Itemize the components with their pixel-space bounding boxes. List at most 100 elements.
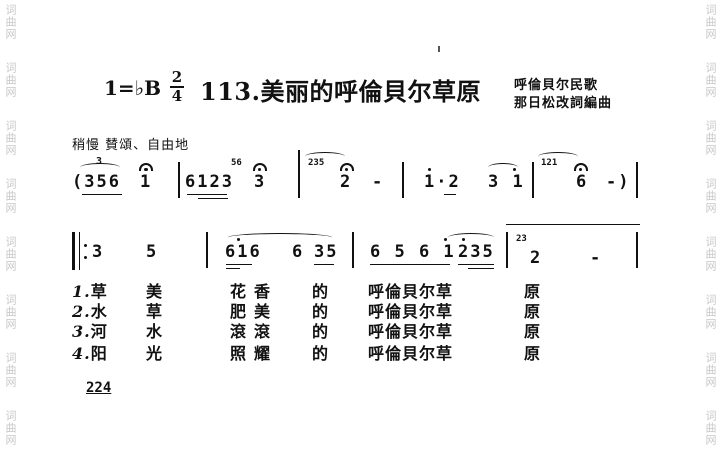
lyric-1-c6: 原 <box>524 282 542 301</box>
bar-line <box>352 232 354 268</box>
verse-note-1: 3 <box>92 242 105 262</box>
tick-mark <box>438 46 440 52</box>
key-signature: 1=♭B <box>104 76 162 100</box>
bar-line <box>298 150 300 198</box>
intro-grace-3: 121 <box>541 158 558 168</box>
verse-dash: - <box>590 248 603 268</box>
lyric-num: 1. <box>72 282 91 301</box>
intro-slur-2 <box>305 152 345 161</box>
intro-note-group-6: 1·2 <box>424 172 461 192</box>
credit-arranger: 那日松改詞編曲 <box>514 96 613 111</box>
lyric-line-2: 2.水 <box>72 298 108 322</box>
watermark-left-6: 词曲网 <box>4 294 17 330</box>
bar-line <box>178 162 180 198</box>
watermark-right-top: 词曲网 <box>704 4 717 40</box>
lyric-4-c6: 原 <box>524 344 542 363</box>
intro-grace-2: 235 <box>308 158 325 168</box>
watermark-left-3: 词曲网 <box>4 120 17 156</box>
intro-slur-1 <box>80 163 120 172</box>
lyric-num: 3. <box>72 322 91 341</box>
watermark-left-top: 词曲网 <box>4 4 17 40</box>
time-signature-top: 2 <box>171 68 183 86</box>
verse-underline-5 <box>458 264 494 265</box>
lyric-char-1: 阳 <box>90 344 108 363</box>
intro-note-group-5: 2 <box>340 172 353 192</box>
intro-underline-3 <box>198 198 228 199</box>
watermark-right-2: 词曲网 <box>704 62 717 98</box>
lyric-3-c3: 滾滾 <box>230 322 279 341</box>
lyric-num: 2. <box>72 302 91 321</box>
lyric-1-c4: 的 <box>312 282 330 301</box>
intro-dash-2: -) <box>606 172 631 192</box>
repeat-bar-thick <box>72 232 75 270</box>
lyric-1-c5: 呼倫貝尔草 <box>368 282 454 301</box>
bar-line <box>636 162 638 198</box>
lyric-line-3: 3.河 <box>72 318 108 342</box>
lyric-3-c5: 呼倫貝尔草 <box>368 322 454 341</box>
octave-dot <box>462 238 465 241</box>
lyric-2-c4: 的 <box>312 302 330 321</box>
lyric-char-1: 河 <box>90 322 108 341</box>
repeat-bar-thin <box>79 232 80 270</box>
lyric-2-c5: 呼倫貝尔草 <box>368 302 454 321</box>
watermark-right-5: 词曲网 <box>704 236 717 272</box>
credit-origin: 呼倫貝尔民歌 <box>514 78 599 93</box>
watermark-left-7: 词曲网 <box>4 352 17 388</box>
verse-underline-6 <box>468 268 494 269</box>
lyric-char-1: 草 <box>90 282 108 301</box>
octave-dot <box>145 168 148 171</box>
time-signature: 2 4 <box>170 70 184 104</box>
page-number: 224 <box>86 380 112 396</box>
octave-dot <box>428 168 431 171</box>
verse-underline-4 <box>370 264 450 265</box>
bar-line <box>402 162 404 198</box>
bar-line <box>206 232 208 268</box>
repeat-dot <box>84 256 87 259</box>
verse-underline-3 <box>314 264 334 265</box>
lyric-3-c4: 的 <box>312 322 330 341</box>
verse-slur-2 <box>448 233 494 242</box>
bar-line <box>532 162 534 198</box>
watermark-right-3: 词曲网 <box>704 120 717 156</box>
fermata-icon <box>340 163 354 171</box>
lyric-4-c3: 照耀 <box>230 344 279 363</box>
repeat-dot <box>84 244 87 247</box>
lyric-4-c4: 的 <box>312 344 330 363</box>
lyric-1-c2: 美 <box>146 282 164 301</box>
bar-line <box>506 232 508 268</box>
verse-slur-1 <box>228 233 332 242</box>
verse-note-4: 6 <box>292 242 305 262</box>
song-title: 113.美丽的呼倫貝尔草原 <box>200 77 481 106</box>
fermata-icon <box>574 163 588 171</box>
bar-line <box>636 232 638 268</box>
intro-triplet-mark: 3 <box>96 156 105 167</box>
intro-underline-1 <box>82 194 122 195</box>
volta-line <box>506 224 640 225</box>
lyric-1-c3: 花香 <box>230 282 279 301</box>
verse-grace: 23 <box>516 234 527 244</box>
verse-underline-2 <box>226 268 240 269</box>
verse-note-2: 5 <box>146 242 159 262</box>
intro-slur-3 <box>488 163 518 172</box>
intro-grace-1: 56 <box>231 158 242 168</box>
lyric-2-c3: 肥美 <box>230 302 279 321</box>
intro-dash-1: - <box>372 172 385 192</box>
watermark-right-8: 词曲网 <box>704 410 717 446</box>
lyric-line-1: 1.草 <box>72 278 108 302</box>
octave-dot <box>513 168 516 171</box>
intro-underline-4 <box>444 194 456 195</box>
verse-underline-1 <box>226 264 252 265</box>
verse-note-5: 35 <box>314 242 339 262</box>
verse-note-3: 616 <box>225 242 262 262</box>
lyric-3-c6: 原 <box>524 322 542 341</box>
lyric-line-4: 4.阳 <box>72 340 108 364</box>
intro-note-group-7: 3 1 <box>488 172 525 192</box>
intro-note-group-4: 3 <box>254 172 267 192</box>
lyric-char-1: 水 <box>90 302 108 321</box>
intro-note-group-3: 6123 <box>185 172 234 192</box>
intro-slur-4 <box>538 152 578 161</box>
verse-note-7: 235 <box>458 242 495 262</box>
intro-note-group-1: (356 <box>72 172 121 192</box>
verse-note-6: 6 5 6 1 <box>370 242 456 262</box>
watermark-left-8: 词曲网 <box>4 410 17 446</box>
